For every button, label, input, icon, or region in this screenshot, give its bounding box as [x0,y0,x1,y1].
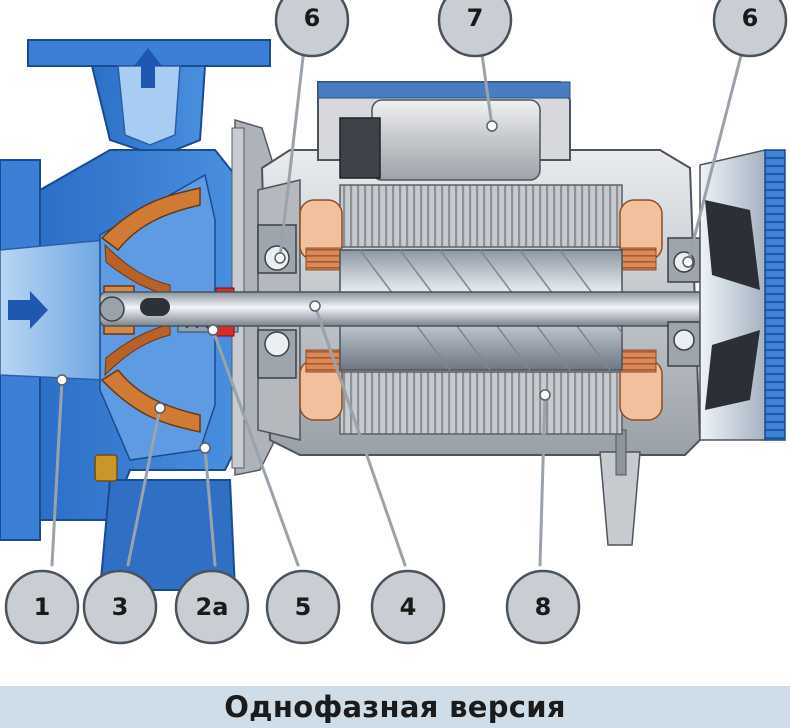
svg-text:6: 6 [304,4,321,32]
callout-6-left: 6 [274,0,350,58]
callout-8: 8 [505,569,581,645]
svg-text:8: 8 [535,593,552,621]
caption-band: Однофазная версия [0,686,790,728]
bearing-front [257,224,297,379]
callout-1: 1 [4,569,80,645]
callout-2a: 2a [174,569,250,645]
stator [339,184,623,435]
outlet-arrow-icon [134,48,162,88]
cooling-fan [699,149,786,441]
svg-text:1: 1 [34,593,51,621]
callout-3: 3 [82,569,158,645]
callout-leaders [50,38,747,567]
caption-title: Однофазная версия [224,690,566,724]
callout-6-right: 6 [712,0,788,58]
callout-7: 7 [437,0,513,58]
svg-text:3: 3 [112,593,129,621]
motor-shaft [99,291,761,327]
inlet-arrow-icon [8,291,48,329]
bearing-rear [667,237,701,367]
stator-windings [299,199,663,421]
svg-text:6: 6 [742,4,759,32]
callout-4: 4 [370,569,446,645]
callout-dots [56,120,694,454]
callout-5: 5 [265,569,341,645]
svg-text:5: 5 [295,593,312,621]
svg-text:4: 4 [400,593,417,621]
svg-text:2a: 2a [196,593,229,621]
svg-text:7: 7 [467,4,484,32]
